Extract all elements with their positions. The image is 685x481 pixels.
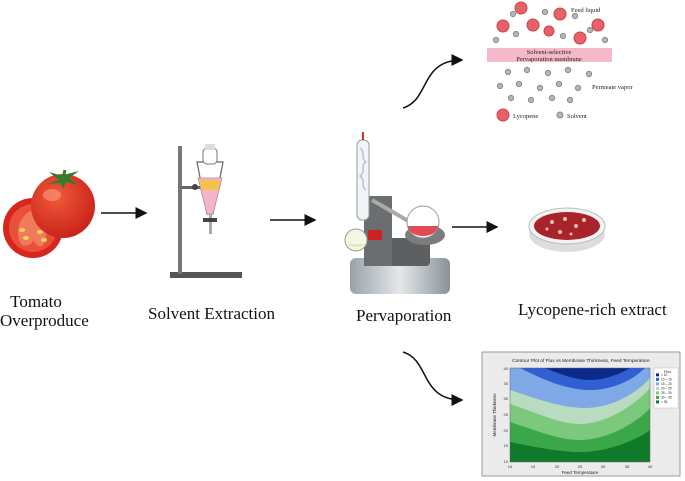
legend-item-0: < 10 [661,373,668,377]
y-tick-15: 15 [504,443,509,448]
contour-inset: Contour Plot of Flux vs Membrane Thickne… [481,351,681,477]
legend-swatch-2 [656,382,659,386]
x-tick-10: 10 [508,464,513,469]
legend-swatch-5 [656,395,659,399]
permeate-vapor-label: Permeate vapor [592,84,633,91]
x-tick-20: 20 [555,464,560,469]
x-tick-30: 30 [601,464,606,469]
y-tick-30: 30 [504,396,509,401]
tomato-label-line2: Overproduce [0,311,89,330]
feed-solvent-molecules [492,8,609,44]
contour-regions [510,368,650,462]
y-tick-25: 25 [504,412,509,417]
contour-xlabel: Feed Temperature [562,470,599,475]
x-tick-15: 15 [531,464,536,469]
legend-item-6: > 35 [661,400,668,404]
membrane-inset: Solvent-selective Pervaporation membrane… [487,1,633,122]
legend-item-3: 20 – 25 [661,387,672,391]
petri-dish-illustration [528,207,606,252]
feed-liquid-label: Feed liquid [571,7,601,14]
stage-label-pervaporation: Pervaporation [356,306,452,325]
curved-arrow-to-contour [402,351,464,406]
y-tick-40: 40 [504,366,509,371]
x-ticks: 10 15 20 25 30 35 40 [508,464,653,469]
y-tick-10: 10 [504,459,509,464]
stage-label-tomato: Tomato Overproduce [0,292,89,330]
legend-title: Flux [664,370,671,374]
legend-item-4: 25 – 30 [661,391,672,395]
y-ticks: 10 15 20 25 30 35 40 [504,366,509,464]
legend-solvent-swatch [556,111,564,119]
legend-item-2: 15 – 20 [661,382,672,386]
membrane-label-line2: Pervaporation membrane [516,56,582,63]
x-tick-40: 40 [648,464,653,469]
x-tick-35: 35 [625,464,630,469]
x-tick-25: 25 [578,464,583,469]
legend-lycopene-label: Lycopene [513,113,538,120]
contour-title: Contour Plot of Flux vs Membrane Thickne… [512,358,650,364]
legend-swatch-6 [656,400,659,404]
legend-solvent-label: Solvent [567,113,587,120]
legend-swatch-3 [656,386,659,390]
membrane-label-line1: Solvent-selective [527,49,572,56]
contour-ylabel: Membrane Thickness [492,393,497,437]
rotary-evaporator-illustration [344,132,450,294]
feed-lycopene-molecules [496,1,605,45]
legend-swatch-1 [656,377,659,381]
tomato-label-line1: Tomato [10,292,62,311]
pervaporation-membrane-band [487,48,612,62]
separatory-funnel-illustration [170,144,242,278]
y-tick-35: 35 [504,381,509,386]
legend-swatch-4 [656,391,659,395]
stage-label-extract: Lycopene-rich extract [518,300,667,319]
legend-item-1: 10 – 15 [661,378,672,382]
legend-lycopene-swatch [496,108,510,122]
legend-swatch-0 [656,373,659,377]
curved-arrow-to-membrane [402,54,464,109]
permeate-solvent-molecules [496,66,593,104]
stage-label-extraction: Solvent Extraction [148,304,276,323]
y-tick-20: 20 [504,428,509,433]
tomato-illustration [3,169,95,258]
legend-item-5: 30 – 35 [661,396,672,400]
